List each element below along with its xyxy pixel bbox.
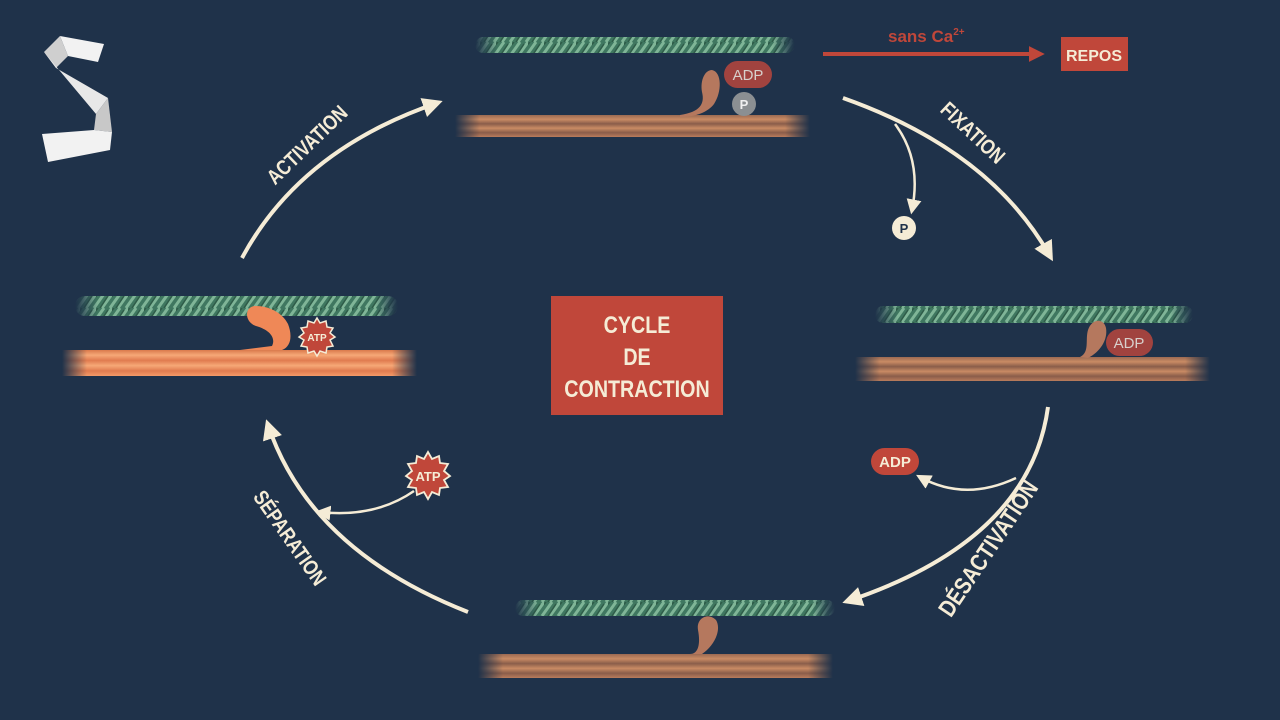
fixation-arrow [842, 96, 1053, 262]
myosin-head [690, 616, 719, 654]
adp-badge-right: ADP [1106, 329, 1153, 356]
myosin-filament [855, 357, 1210, 381]
center-title-line-3: CONTRACTION [564, 375, 709, 402]
myosin-head [680, 70, 720, 117]
calcium-condition: sans Ca2+ [888, 27, 965, 46]
phosphate-badge-top: P [732, 92, 756, 116]
desactivation-label: DÉSACTIVATION [933, 475, 1044, 621]
svg-text:P: P [900, 221, 909, 236]
activation-arrow [240, 98, 443, 259]
desactivation-arrow [842, 406, 1050, 607]
rest-label: REPOS [1066, 48, 1122, 65]
adp-released: ADP [871, 448, 919, 475]
cycle-arrows [240, 96, 1053, 614]
adp-badge-top: ADP [724, 61, 772, 88]
myosin-filament [478, 654, 833, 678]
atp-badge-left: ATP [297, 316, 337, 358]
filament-right [855, 306, 1210, 381]
atp-incoming: ATP [404, 450, 452, 501]
svg-text:ATP: ATP [415, 469, 440, 484]
svg-text:ADP: ADP [879, 454, 911, 471]
myosin-head [1080, 320, 1107, 358]
svg-text:ADP: ADP [733, 67, 764, 84]
center-title-box: CYCLE DE CONTRACTION [551, 296, 723, 415]
separation-arrow [262, 419, 469, 614]
s-ribbon-logo-icon [42, 36, 112, 162]
rest-branch: sans Ca2+ REPOS [823, 27, 1128, 71]
phosphate-release-arrow [893, 123, 922, 215]
filament-top [455, 37, 810, 137]
separation-label: SÉPARATION [248, 486, 331, 590]
actin-filament [515, 600, 835, 616]
actin-filament [475, 37, 795, 53]
rest-box [1061, 37, 1128, 71]
myosin-filament [62, 350, 417, 376]
filament-bottom [478, 600, 835, 678]
myosin-head [240, 306, 291, 350]
fixation-label: FIXATION [935, 98, 1008, 169]
center-title-line-2: DE [623, 343, 650, 370]
svg-text:P: P [740, 97, 749, 112]
branch-arrows [315, 123, 1017, 521]
actin-filament [875, 306, 1193, 323]
myosin-filament [455, 115, 810, 137]
phosphate-released: P [892, 216, 916, 240]
actin-filament [75, 296, 398, 316]
filament-left [62, 296, 417, 376]
svg-text:ADP: ADP [1114, 335, 1145, 352]
adp-release-arrow [916, 474, 1017, 491]
svg-text:ATP: ATP [307, 333, 327, 344]
center-title-line-1: CYCLE [604, 311, 671, 338]
atp-binding-arrow [315, 489, 415, 521]
